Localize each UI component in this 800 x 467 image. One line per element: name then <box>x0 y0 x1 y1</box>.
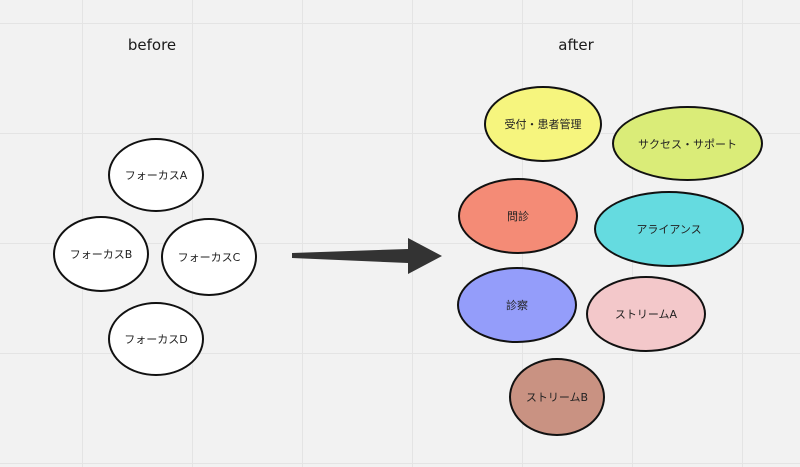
interview-node[interactable]: 問診 <box>458 178 578 254</box>
focus-b-node[interactable]: フォーカスB <box>53 216 149 292</box>
stream-a-node[interactable]: ストリームA <box>586 276 706 352</box>
focus-c-node[interactable]: フォーカスC <box>161 218 257 296</box>
alliance-node[interactable]: アライアンス <box>594 191 744 267</box>
arrow-shape <box>292 238 442 274</box>
transition-arrow <box>292 238 442 274</box>
before-heading: before <box>127 36 177 54</box>
examination-node[interactable]: 診察 <box>457 267 577 343</box>
focus-d-node[interactable]: フォーカスD <box>108 302 204 376</box>
focus-a-node[interactable]: フォーカスA <box>108 138 204 212</box>
after-heading: after <box>558 36 594 54</box>
stream-b-node[interactable]: ストリームB <box>509 358 605 436</box>
reception-patient-node[interactable]: 受付・患者管理 <box>484 86 602 162</box>
success-support-node[interactable]: サクセス・サポート <box>612 106 763 181</box>
